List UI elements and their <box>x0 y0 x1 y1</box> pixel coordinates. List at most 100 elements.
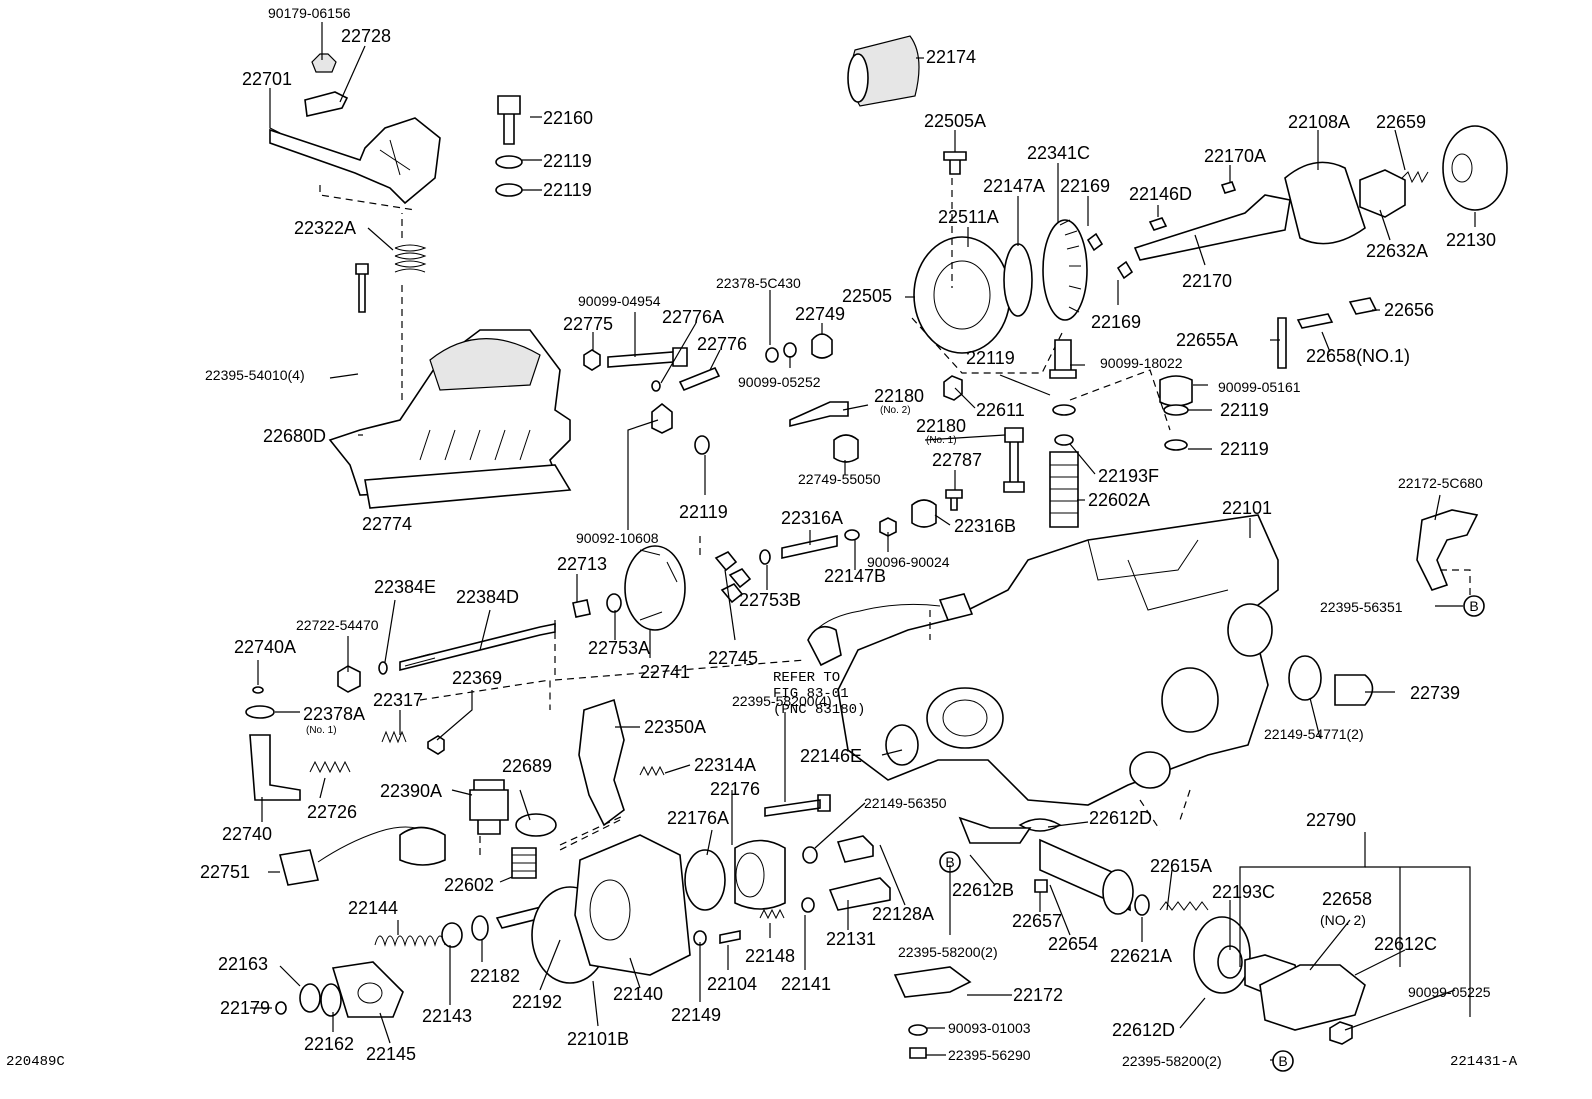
label-90099-05225: 90099-05225 <box>1408 984 1491 1000</box>
lever-bracket-part <box>269 117 441 205</box>
spring-22144 <box>374 935 446 947</box>
label-22119-c: 22119 <box>966 348 1015 368</box>
label-22322A: 22322A <box>294 218 356 238</box>
label-22659: 22659 <box>1376 112 1426 132</box>
washer-22147A <box>1003 243 1033 317</box>
label-22176A: 22176A <box>667 808 729 828</box>
ring-22384E <box>378 661 388 675</box>
spring-22726 <box>309 760 351 774</box>
washer-22163 <box>299 983 321 1013</box>
spring-22322A <box>394 244 427 273</box>
head-22140-bore <box>589 879 631 941</box>
label-22317: 22317 <box>373 690 423 710</box>
label-22632A: 22632A <box>1366 241 1428 261</box>
bolt-22395-58200 <box>764 794 831 817</box>
screw-thread <box>399 653 436 667</box>
pulley-hub <box>1451 153 1473 183</box>
coupling-22632A <box>1359 169 1406 218</box>
screw-90099-04954 <box>607 347 688 368</box>
label-22146E: 22146E <box>800 746 862 766</box>
plug-22739 <box>1334 674 1374 706</box>
nut-22775 <box>583 349 601 371</box>
label-22163: 22163 <box>218 954 268 974</box>
washer-22753B <box>759 549 771 565</box>
housing-ribs <box>419 429 531 461</box>
valve-22176 <box>734 839 786 910</box>
leader-dashed-1 <box>319 185 416 405</box>
pin-22658-no1 <box>1296 313 1334 329</box>
washer-22119-d <box>1163 404 1189 416</box>
spring-22314A <box>639 765 665 777</box>
label-22108A: 22108A <box>1288 112 1350 132</box>
gear-22341C <box>1042 219 1088 321</box>
label-22505: 22505 <box>842 286 892 306</box>
label-22378A-sub: (No. 1) <box>306 725 337 736</box>
label-refer-fig: FIG 83-01 <box>773 686 849 702</box>
ring-22193C <box>1217 945 1243 979</box>
label-22149-54771: 22149-54771(2) <box>1264 726 1364 742</box>
label-22145: 22145 <box>366 1044 416 1064</box>
washer-22119-b <box>495 183 523 197</box>
ring-22176A <box>684 849 726 911</box>
drive-shaft-22170 <box>1133 194 1291 261</box>
washer-22378A <box>245 705 275 719</box>
valve-22180-no2 <box>789 401 849 428</box>
label-22141: 22141 <box>781 974 831 994</box>
label-22147A: 22147A <box>983 176 1045 196</box>
screw-90099-18022 <box>1049 339 1077 379</box>
label-22169-a: 22169 <box>1060 176 1110 196</box>
label-22101B: 22101B <box>567 1029 629 1049</box>
pin-22740A <box>252 686 264 694</box>
bolt-22160-part <box>497 95 521 145</box>
label-22739: 22739 <box>1410 683 1460 703</box>
housing-bore-top <box>1227 603 1273 657</box>
washer-22147B <box>844 529 860 541</box>
label-22378-5C430: 22378-5C430 <box>716 275 801 291</box>
label-22172-5C680: 22172-5C680 <box>1398 475 1483 491</box>
label-22776: 22776 <box>697 334 747 354</box>
label-90179-06156: 90179-06156 <box>268 5 351 21</box>
label-22384E: 22384E <box>374 577 436 597</box>
housing-bore-left <box>926 687 1004 749</box>
label-22170A: 22170A <box>1204 146 1266 166</box>
label-22182: 22182 <box>470 966 520 986</box>
corner-id-right: 221431-A <box>1450 1054 1518 1070</box>
key-22170A <box>1220 181 1237 194</box>
valve-22180-no1 <box>1003 427 1025 493</box>
label-22505A: 22505A <box>924 111 986 131</box>
corner-id-left: 220489C <box>6 1054 65 1070</box>
label-22395-58200-2b: 22395-58200(2) <box>1122 1053 1222 1069</box>
housing-bore-right <box>1161 667 1219 733</box>
screw-22384D <box>399 623 556 672</box>
label-22148: 22148 <box>745 946 795 966</box>
sensor-cap <box>399 826 446 866</box>
governor-cover-group <box>269 53 572 509</box>
housing-bore-lower <box>1129 751 1171 789</box>
key-22169-a <box>1086 232 1104 252</box>
label-22680D: 22680D <box>263 426 326 446</box>
gasket-22774 <box>364 464 572 509</box>
cap-nut-part <box>311 53 337 73</box>
leader-dashed-3 <box>1440 569 1471 600</box>
label-22316B: 22316B <box>954 516 1016 536</box>
label-22612C: 22612C <box>1374 934 1437 954</box>
ref-marker-b-1: B <box>1463 595 1485 617</box>
filter-mesh <box>1050 464 1078 514</box>
pin-22656 <box>1348 297 1378 315</box>
plug-22611 <box>943 375 963 401</box>
label-22740: 22740 <box>222 824 272 844</box>
label-22104: 22104 <box>707 974 757 994</box>
screw-22505A-part <box>943 151 967 175</box>
label-22384D: 22384D <box>456 587 519 607</box>
pin-22369 <box>427 735 445 755</box>
washer-22621A <box>1134 894 1150 916</box>
washer-22378-5C430 <box>765 347 779 363</box>
label-22701: 22701 <box>242 69 292 89</box>
spring-22317 <box>381 730 407 744</box>
solenoid-wire <box>814 603 941 632</box>
label-22395-54010: 22395-54010(4) <box>205 367 305 383</box>
label-22193F: 22193F <box>1098 466 1159 486</box>
label-22658-no2: 22658 <box>1322 889 1372 909</box>
label-22174: 22174 <box>926 47 976 67</box>
